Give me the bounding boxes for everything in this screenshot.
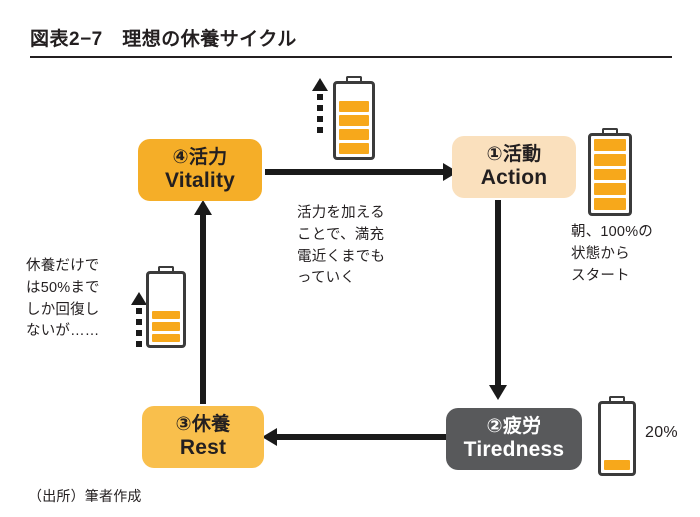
node-tiredness-label-jp: ②疲労 <box>486 416 542 438</box>
node-action[interactable]: ①活動 Action <box>452 136 576 198</box>
battery-terminal <box>346 76 362 83</box>
battery-cell-empty <box>604 407 630 418</box>
battery-cell-filled <box>152 333 180 342</box>
arrow-tiredness-to-rest-shaft <box>270 434 460 440</box>
annotation-morning-start: 朝、100%の 状態から スタート <box>571 224 653 284</box>
battery-cell-filled <box>339 101 369 112</box>
dash-segment <box>317 105 323 111</box>
battery-terminal <box>609 396 625 403</box>
battery-cell-empty <box>152 299 180 309</box>
battery-near-full-icon <box>333 76 375 160</box>
battery-cell-filled <box>594 139 626 151</box>
battery-cell-filled <box>339 143 369 154</box>
battery-body <box>598 401 636 476</box>
battery-body <box>146 271 186 348</box>
node-vitality-label-en: Vitality <box>164 169 236 193</box>
arrow-rest-to-vitality-head <box>194 200 212 215</box>
dashed-charge-arrow-top-icon <box>312 78 328 140</box>
node-rest-label-en: Rest <box>179 436 227 460</box>
dash-segment <box>317 94 323 100</box>
arrow-rest-to-vitality-shaft <box>200 212 206 404</box>
battery-terminal <box>158 266 174 273</box>
title-divider <box>30 56 672 58</box>
battery-cell-filled <box>594 153 626 166</box>
battery-cell-empty <box>604 446 630 457</box>
battery-body <box>333 81 375 160</box>
node-tiredness-label-en: Tiredness <box>463 438 565 462</box>
dash-segment <box>317 127 323 133</box>
battery-20-percent-icon <box>598 396 636 476</box>
node-vitality[interactable]: ④活力 Vitality <box>138 139 262 201</box>
battery-cell-filled <box>339 129 369 140</box>
arrow-tiredness-to-rest-head <box>262 428 277 446</box>
node-rest[interactable]: ③休養 Rest <box>142 406 264 468</box>
battery-cell-filled <box>339 115 369 126</box>
source-note: （出所）筆者作成 <box>28 488 142 504</box>
dash-segment <box>136 308 142 314</box>
dash-segment <box>317 116 323 122</box>
battery-100-percent-icon <box>588 128 632 216</box>
battery-cell-filled <box>594 198 626 210</box>
dash-segment <box>136 330 142 336</box>
battery-cell-filled <box>594 168 626 181</box>
battery-cell-empty <box>604 433 630 444</box>
node-vitality-label-jp: ④活力 <box>172 147 228 169</box>
dashed-arrow-tip <box>131 292 147 305</box>
node-action-label-jp: ①活動 <box>486 144 542 166</box>
battery-body <box>588 133 632 216</box>
arrow-vitality-to-action-shaft <box>265 169 450 175</box>
battery-cell-empty <box>152 277 180 286</box>
battery-cell-empty <box>604 420 630 431</box>
dash-segment <box>136 341 142 347</box>
page-title: 図表2−7 理想の休養サイクル <box>30 29 297 50</box>
node-rest-label-jp: ③休養 <box>175 414 231 436</box>
arrow-action-to-tiredness-shaft <box>495 200 501 390</box>
battery-cell-filled <box>152 311 180 320</box>
arrow-action-to-tiredness-head <box>489 385 507 400</box>
battery-cell-empty <box>339 87 369 98</box>
battery-cell-empty <box>152 288 180 297</box>
node-tiredness[interactable]: ②疲労 Tiredness <box>446 408 582 470</box>
battery-50-percent-icon <box>146 266 186 348</box>
battery-cell-filled <box>594 183 626 196</box>
battery-cell-filled <box>604 459 630 470</box>
node-action-label-en: Action <box>480 166 548 190</box>
battery-20-percent-label: 20% <box>645 424 678 441</box>
dashed-arrow-tip <box>312 78 328 91</box>
battery-terminal <box>602 128 618 135</box>
battery-cell-filled <box>152 322 180 331</box>
dashed-charge-arrow-left-icon <box>131 292 147 350</box>
dash-segment <box>136 319 142 325</box>
annotation-charge-up: 活力を加える ことで、満充 電近くまでも っていく <box>297 205 386 287</box>
annotation-rest-only-50: 休養だけで は50%まで しか回復し ないが…… <box>26 258 100 340</box>
